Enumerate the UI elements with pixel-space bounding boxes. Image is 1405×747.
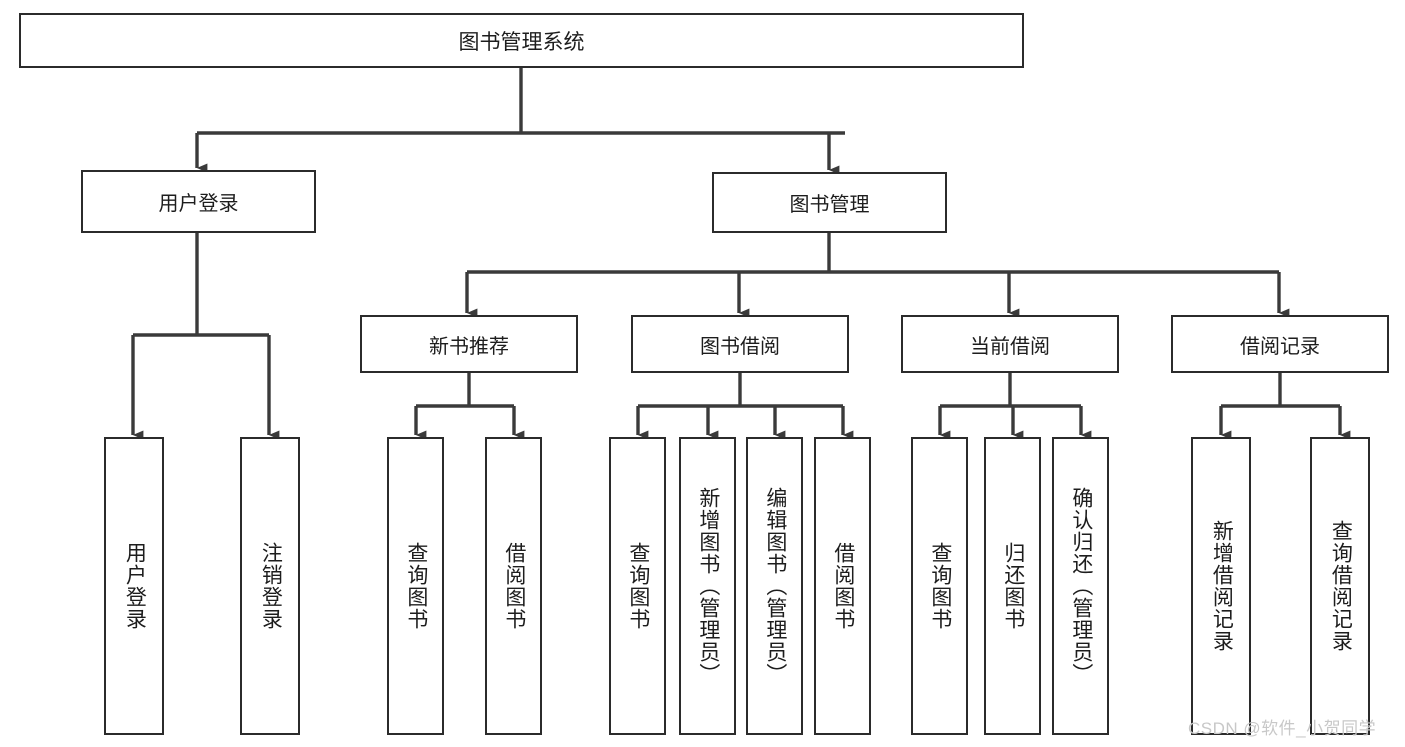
node-root[interactable]: 图书管理系统	[19, 13, 1024, 68]
node-leaf-confirm-return[interactable]: 确认归还（管理员）	[1052, 437, 1109, 735]
node-leaf-user-login-label: 用户登录	[123, 542, 147, 630]
node-current-borrow-label: 当前借阅	[970, 335, 1050, 358]
node-book-manage[interactable]: 图书管理	[712, 172, 947, 233]
node-book-manage-label: 图书管理	[789, 194, 870, 216]
node-leaf-query-book-bb[interactable]: 查询图书	[609, 437, 666, 735]
node-leaf-logout-label: 注销登录	[259, 542, 283, 630]
node-leaf-return-book[interactable]: 归还图书	[984, 437, 1041, 735]
node-leaf-user-login[interactable]: 用户登录	[104, 437, 164, 735]
node-leaf-return-book-label: 归还图书	[1001, 542, 1025, 630]
node-leaf-query-book-bb-label: 查询图书	[626, 542, 650, 630]
node-new-book-rec[interactable]: 新书推荐	[360, 315, 578, 373]
node-leaf-add-record-label: 新增借阅记录	[1210, 520, 1234, 652]
node-leaf-add-record[interactable]: 新增借阅记录	[1191, 437, 1251, 735]
node-leaf-add-book[interactable]: 新增图书（管理员）	[679, 437, 736, 735]
node-current-borrow[interactable]: 当前借阅	[901, 315, 1119, 373]
node-root-label: 图书管理系统	[458, 30, 585, 54]
node-book-borrow[interactable]: 图书借阅	[631, 315, 849, 373]
node-leaf-query-book-rec-label: 查询图书	[404, 542, 428, 630]
node-borrow-record-label: 借阅记录	[1240, 335, 1320, 358]
node-leaf-query-record-label: 查询借阅记录	[1329, 520, 1353, 652]
node-leaf-add-book-label: 新增图书（管理员）	[696, 487, 720, 685]
node-leaf-edit-book-label: 编辑图书（管理员）	[763, 487, 787, 685]
csdn-watermark: CSDN @软件_小贺同学	[1188, 719, 1377, 738]
node-borrow-record[interactable]: 借阅记录	[1171, 315, 1389, 373]
node-leaf-borrow-book-rec-label: 借阅图书	[502, 542, 526, 630]
node-leaf-query-book-rec[interactable]: 查询图书	[387, 437, 444, 735]
node-leaf-logout[interactable]: 注销登录	[240, 437, 300, 735]
node-new-book-rec-label: 新书推荐	[429, 335, 509, 358]
node-leaf-borrow-book-bb[interactable]: 借阅图书	[814, 437, 871, 735]
node-book-borrow-label: 图书借阅	[700, 335, 780, 358]
node-user-login-label: 用户登录	[158, 193, 239, 215]
node-user-login[interactable]: 用户登录	[81, 170, 316, 233]
node-leaf-query-book-cb[interactable]: 查询图书	[911, 437, 968, 735]
node-leaf-query-record[interactable]: 查询借阅记录	[1310, 437, 1370, 735]
node-leaf-edit-book[interactable]: 编辑图书（管理员）	[746, 437, 803, 735]
node-leaf-confirm-return-label: 确认归还（管理员）	[1069, 487, 1093, 685]
node-leaf-borrow-book-bb-label: 借阅图书	[831, 542, 855, 630]
node-leaf-borrow-book-rec[interactable]: 借阅图书	[485, 437, 542, 735]
node-leaf-query-book-cb-label: 查询图书	[928, 542, 952, 630]
